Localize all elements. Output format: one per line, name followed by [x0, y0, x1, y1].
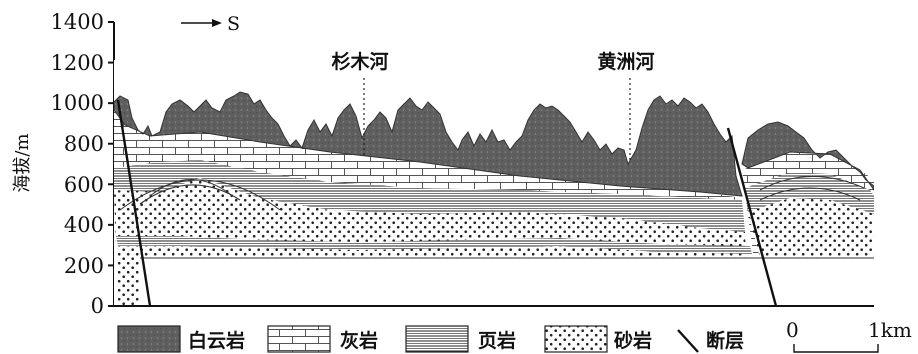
y-axis: 1400 1200 1000 800 600 400 200 0 海拔/m [12, 10, 115, 318]
fault-line-left [116, 99, 152, 306]
scale-label-end: 1km [868, 318, 912, 342]
legend-item-dolomite: 白云岩 [117, 325, 245, 353]
direction-label: S [227, 13, 240, 35]
fault-symbol-icon [677, 329, 699, 353]
river-shanmu: 杉木河 [331, 50, 389, 158]
scale-label-start: 0 [786, 318, 799, 342]
legend-label-fault: 断层 [706, 329, 744, 352]
tick-label-600: 600 [64, 173, 104, 197]
legend-label-limestone: 灰岩 [340, 329, 378, 352]
tick-label-1200: 1200 [51, 51, 104, 75]
tick-label-1000: 1000 [51, 91, 104, 115]
legend-label-dolomite: 白云岩 [188, 329, 245, 352]
shale-layer [114, 160, 745, 232]
tick-label-800: 800 [64, 132, 104, 156]
legend-label-shale: 页岩 [478, 329, 516, 352]
y-axis-label: 海拔/m [12, 133, 33, 192]
tick-label-400: 400 [64, 213, 104, 237]
tick-label-1400: 1400 [51, 10, 104, 34]
river-label-huangzhou: 黄洲河 [597, 50, 654, 73]
limestone-layer [114, 110, 742, 200]
river-huangzhou: 黄洲河 [597, 50, 655, 162]
legend-item-fault: 断层 [677, 329, 744, 353]
tick-label-200: 200 [64, 254, 104, 278]
tick-label-0: 0 [91, 294, 104, 318]
fault-line-right [726, 127, 778, 306]
legend-item-sandstone: 砂岩 [544, 325, 652, 353]
cross-section-body [114, 60, 874, 306]
legend-item-shale: 页岩 [405, 325, 516, 353]
direction-arrow: S [181, 13, 240, 35]
river-label-shanmu: 杉木河 [331, 50, 388, 73]
legend-item-limestone: 灰岩 [267, 325, 378, 353]
scale-bar: 0 1km [786, 318, 912, 353]
dolomite-hills [114, 91, 743, 197]
legend-label-sandstone: 砂岩 [614, 329, 652, 352]
legend: 白云岩 灰岩 页岩 砂岩 断层 0 1km [117, 318, 912, 353]
